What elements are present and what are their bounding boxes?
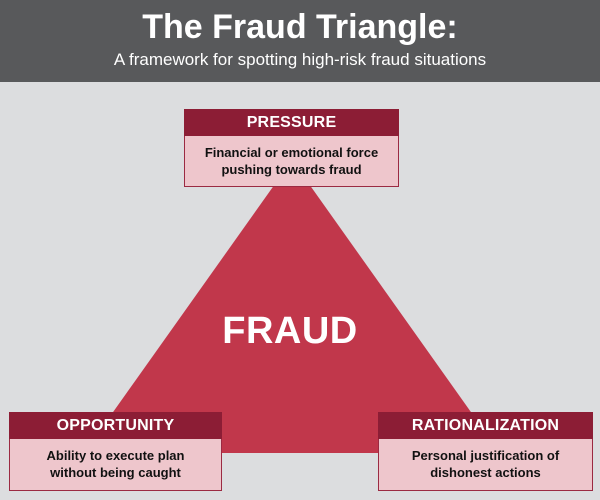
center-label-fraud: FRAUD xyxy=(222,310,358,352)
page-title: The Fraud Triangle: xyxy=(142,8,458,46)
rationalization-description-line: dishonest actions xyxy=(430,465,541,480)
node-rationalization: RATIONALIZATION Personal justification o… xyxy=(378,412,593,491)
page-subtitle: A framework for spotting high-risk fraud… xyxy=(113,50,487,69)
opportunity-description-line: Ability to execute plan xyxy=(46,448,185,463)
rationalization-description: Personal justification of dishonest acti… xyxy=(378,439,593,491)
pressure-description: Financial or emotional force pushing tow… xyxy=(184,136,399,187)
opportunity-label: OPPORTUNITY xyxy=(9,412,222,439)
pressure-description-line: pushing towards fraud xyxy=(221,162,362,177)
pressure-label: PRESSURE xyxy=(184,109,399,136)
opportunity-description-line: without being caught xyxy=(50,465,181,480)
opportunity-description: Ability to execute plan without being ca… xyxy=(9,439,222,491)
pressure-description-line: Financial or emotional force xyxy=(204,145,379,160)
node-pressure: PRESSURE Financial or emotional force pu… xyxy=(184,109,399,187)
node-opportunity: OPPORTUNITY Ability to execute plan with… xyxy=(9,412,222,491)
title-banner: The Fraud Triangle: A framework for spot… xyxy=(0,0,600,82)
triangle-shape xyxy=(84,160,500,453)
rationalization-label: RATIONALIZATION xyxy=(378,412,593,439)
rationalization-description-line: Personal justification of xyxy=(411,448,560,463)
